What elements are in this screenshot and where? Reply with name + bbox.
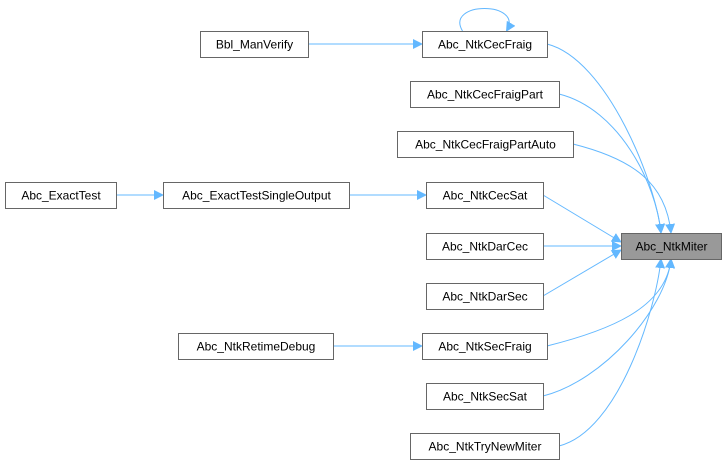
node-box [422,333,548,360]
node-box [410,81,560,108]
node-label: Abc_NtkSecSat [443,390,528,404]
node-label: Abc_NtkCecFraigPartAuto [415,138,556,152]
node-label: Abc_NtkTryNewMiter [429,440,542,454]
node-box [410,433,560,460]
node-label: Abc_NtkCecFraigPart [427,88,544,102]
node-box [621,233,722,260]
node-box [163,182,350,209]
edge-ntksecfraig-to-root [546,258,676,347]
node-label: Abc_NtkCecSat [443,189,528,203]
node-box [426,383,544,410]
node-box [422,31,548,58]
node-box [426,182,544,209]
edge-ntktrynewmiter-to-root [558,258,666,447]
node-ntkcecfraigpart[interactable]: Abc_NtkCecFraigPart [410,81,560,108]
edge-ntkcecfraigpart-to-root [558,93,666,234]
edges [116,8,676,447]
edge-ntkcecsat-to-root [542,194,622,243]
edge-ntkcecfraigpartauto-to-root [572,143,676,234]
node-label: Abc_NtkSecFraig [438,340,531,354]
node-label: Abc_NtkDarSec [442,290,527,304]
node-box [178,333,334,360]
node-exacttest[interactable]: Abc_ExactTest [5,182,117,209]
node-label: Abc_NtkDarCec [442,240,528,254]
node-ntkretimedebug[interactable]: Abc_NtkRetimeDebug [178,333,334,360]
node-label: Abc_NtkMiter [635,240,707,254]
root-node[interactable]: Abc_NtkMiter [621,233,722,260]
node-ntkdarsec[interactable]: Abc_NtkDarSec [426,283,544,310]
edge-ntksecsat-to-root [542,258,676,397]
node-label: Bbl_ManVerify [216,38,293,52]
node-ntksecsat[interactable]: Abc_NtkSecSat [426,383,544,410]
node-box [5,182,117,209]
node-label: Abc_ExactTest [21,189,101,203]
node-box [397,131,574,158]
node-label: Abc_ExactTestSingleOutput [182,189,331,203]
edge-ntkcecfraig-to-ntkcecfraig [459,8,516,32]
node-label: Abc_NtkRetimeDebug [197,340,316,354]
nodes: Abc_NtkMiter Abc_NtkCecFraig Bbl_ManVerify… [5,31,722,460]
node-box [426,283,544,310]
node-ntkcecsat[interactable]: Abc_NtkCecSat [426,182,544,209]
node-exacttestsingleoutput[interactable]: Abc_ExactTestSingleOutput [163,182,350,209]
node-ntkdarcec[interactable]: Abc_NtkDarCec [426,233,544,260]
node-box [200,31,309,58]
edge-ntkdarsec-to-root [542,249,622,297]
node-ntkcecfraigpartauto[interactable]: Abc_NtkCecFraigPartAuto [397,131,574,158]
node-ntkcecfraig[interactable]: Abc_NtkCecFraig [422,31,548,58]
node-label: Abc_NtkCecFraig [438,38,532,52]
node-ntktrynewmiter[interactable]: Abc_NtkTryNewMiter [410,433,560,460]
node-box [426,233,544,260]
node-bblmanverify[interactable]: Bbl_ManVerify [200,31,309,58]
node-ntksecfraig[interactable]: Abc_NtkSecFraig [422,333,548,360]
